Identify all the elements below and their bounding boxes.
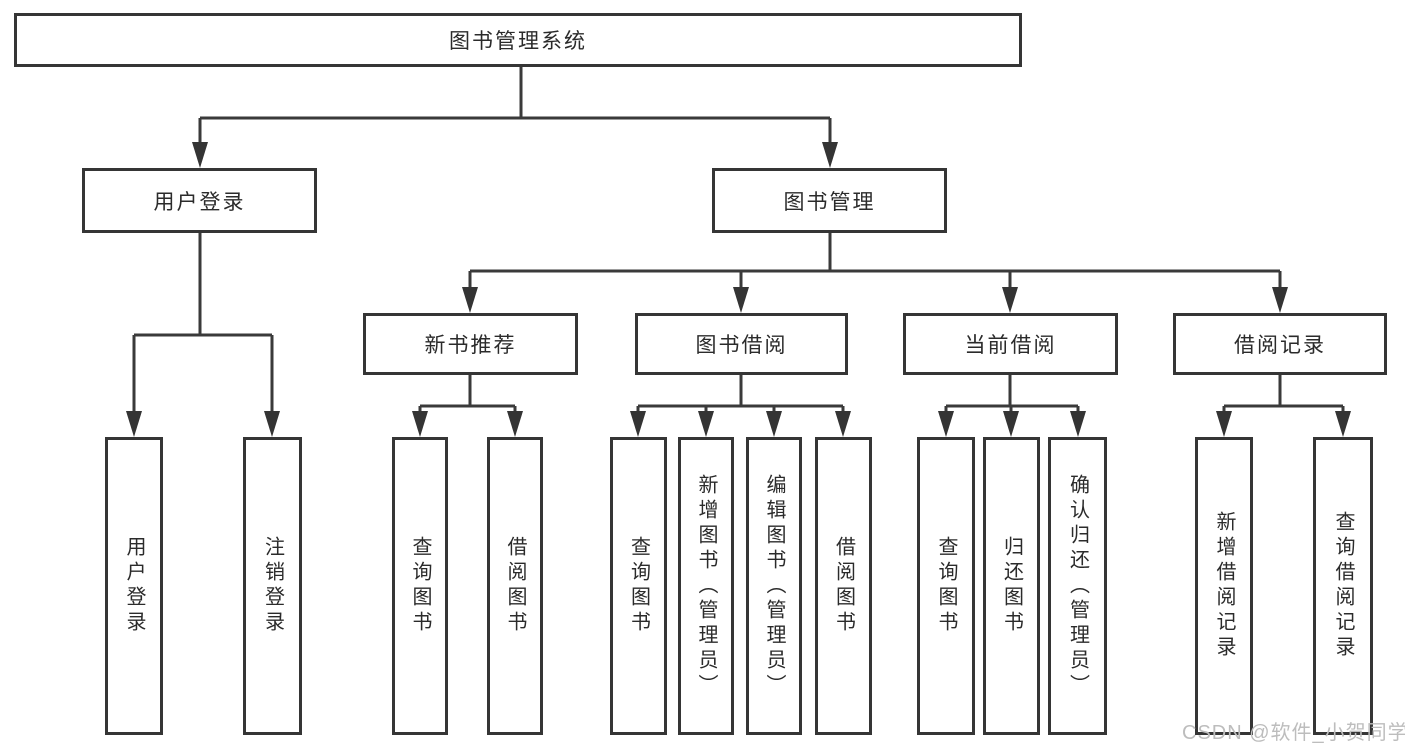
leaf-add-book-admin: 新增图书（管理员） bbox=[678, 437, 734, 735]
node-book-borrowing: 图书借阅 bbox=[635, 313, 848, 375]
leaf-borrow-book-2: 借阅图书 bbox=[815, 437, 872, 735]
leaf-query-borrow-record: 查询借阅记录 bbox=[1313, 437, 1373, 735]
node-borrowing-records: 借阅记录 bbox=[1173, 313, 1387, 375]
node-new-book-recommendation: 新书推荐 bbox=[363, 313, 578, 375]
watermark: CSDN @软件_小贺同学 bbox=[1182, 722, 1405, 744]
leaf-edit-book-admin: 编辑图书（管理员） bbox=[746, 437, 802, 735]
leaf-borrow-book-1: 借阅图书 bbox=[487, 437, 543, 735]
node-user-login: 用户登录 bbox=[82, 168, 317, 233]
leaf-confirm-return-admin: 确认归还（管理员） bbox=[1048, 437, 1107, 735]
leaf-add-borrow-record: 新增借阅记录 bbox=[1195, 437, 1253, 735]
node-root: 图书管理系统 bbox=[14, 13, 1022, 67]
leaf-logout: 注销登录 bbox=[243, 437, 302, 735]
node-current-borrowing: 当前借阅 bbox=[903, 313, 1118, 375]
leaf-query-book-2: 查询图书 bbox=[610, 437, 667, 735]
node-book-management: 图书管理 bbox=[712, 168, 947, 233]
leaf-query-book-3: 查询图书 bbox=[917, 437, 975, 735]
leaf-user-login: 用户登录 bbox=[105, 437, 163, 735]
leaf-return-book: 归还图书 bbox=[983, 437, 1040, 735]
leaf-query-book-1: 查询图书 bbox=[392, 437, 448, 735]
